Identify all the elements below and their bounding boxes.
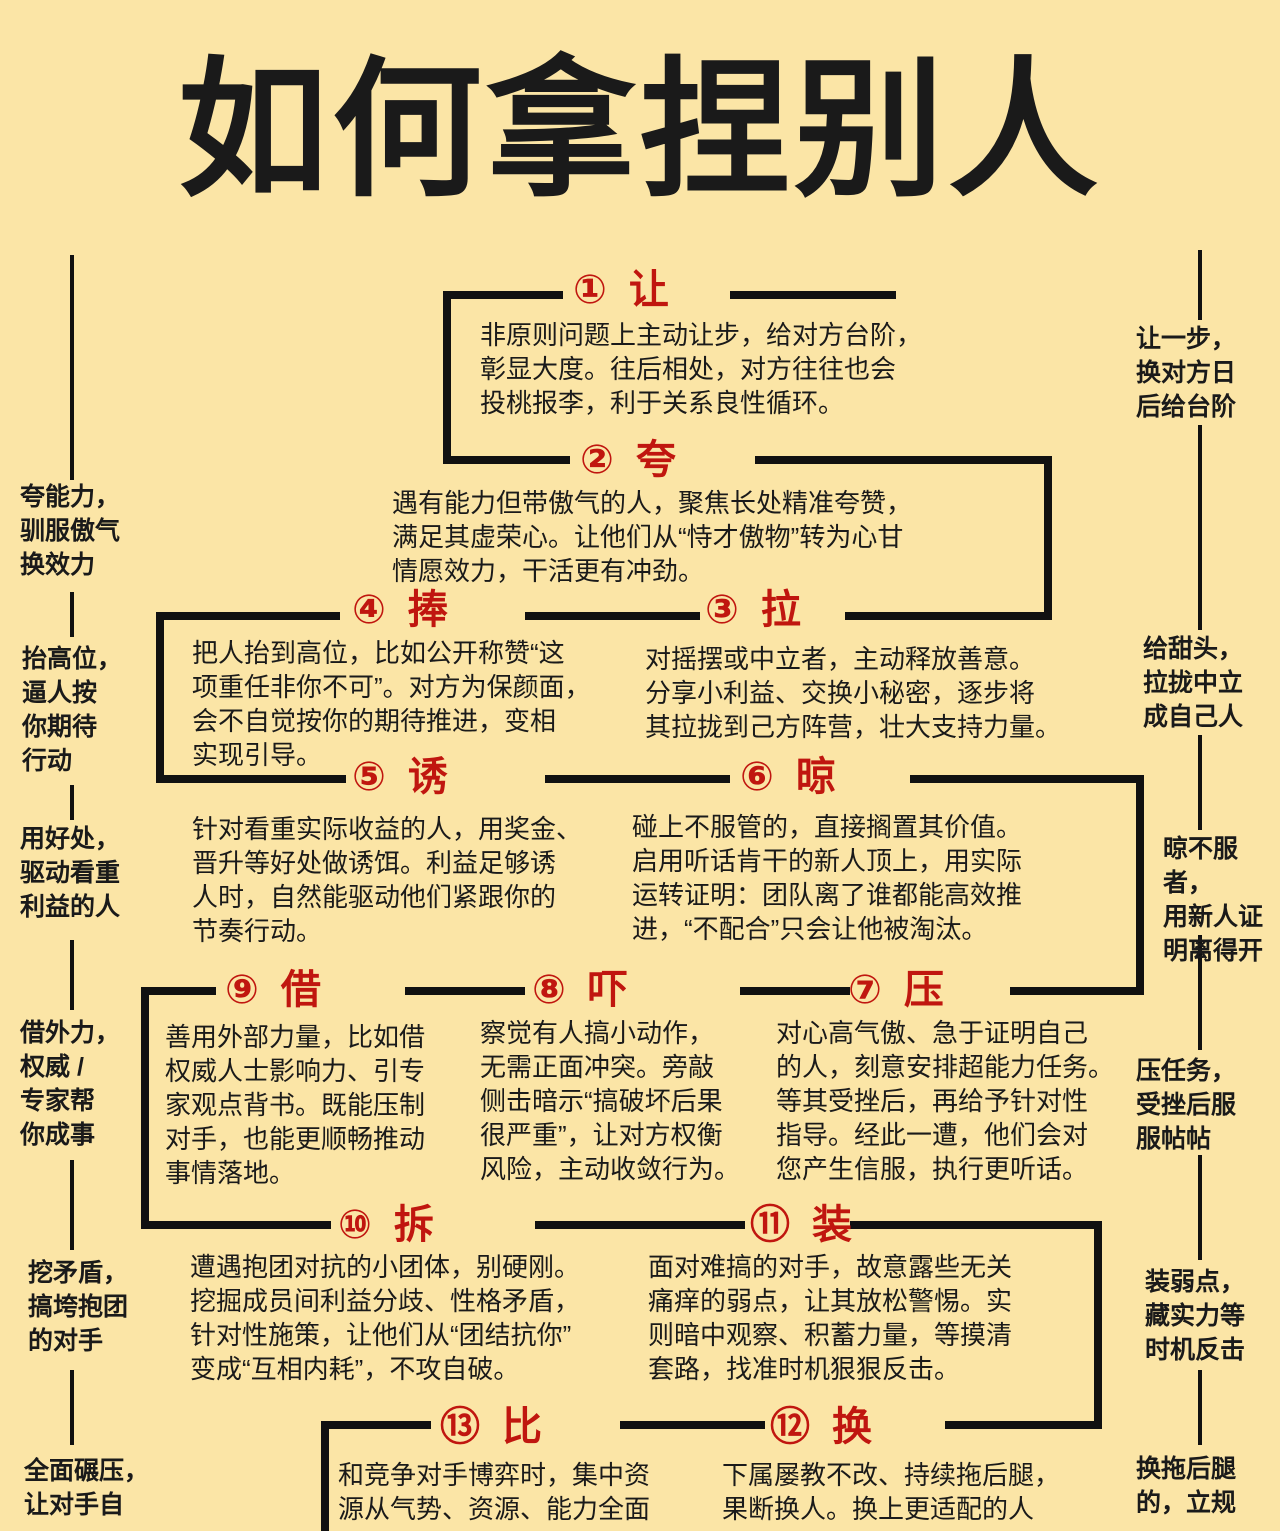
step-7-text: 对心高气傲、急于证明自己 的人，刻意安排超能力任务。 等其受挫后，再给予针对性 …	[776, 1018, 1115, 1184]
step-name: 比	[502, 1405, 542, 1449]
right-note: 装弱点， 藏实力等 时机反击	[1145, 1268, 1246, 1364]
step-8-text: 察觉有人搞小动作， 无需正面冲突。旁敲 侧击暗示“搞破坏后果 很严重”，让对方权…	[480, 1018, 741, 1184]
step-name: 吓	[587, 968, 628, 1012]
step-number: ③	[705, 588, 739, 632]
page-title: 如何拿捏别人	[177, 46, 1102, 214]
step-4-text: 把人抬到高位，比如公开称赞“这 项重任非你不可”。对方为保颜面， 会不自觉按你的…	[192, 638, 591, 770]
left-note: 夸能力， 驯服傲气 换效力	[20, 483, 121, 579]
step-name: 装	[812, 1203, 852, 1247]
step-name: 压	[903, 968, 944, 1012]
step-name: 拉	[760, 588, 801, 632]
step-number: ⑪	[750, 1203, 790, 1247]
step-11-text: 面对难搞的对手，故意露些无关 痛痒的弱点，让其放松警惕。实 则暗中观察、积蓄力量…	[648, 1252, 1013, 1384]
step-number: ②	[580, 438, 614, 482]
step-number: ⑦	[848, 968, 882, 1012]
step-3-text: 对摇摆或中立者，主动释放善意。 分享小利益、交换小秘密，逐步将 其拉拢到己方阵营…	[645, 644, 1062, 742]
step-9-text: 善用外部力量，比如借 权威人士影响力、引专 家观点背书。既能压制 对手，也能更顺…	[165, 1022, 426, 1188]
right-note: 压任务， 受挫后服 服帖帖	[1136, 1057, 1237, 1153]
step-6-text: 碰上不服管的，直接搁置其价值。 启用听话肯干的新人顶上，用实际 运转证明：团队离…	[632, 812, 1023, 944]
step-10-text: 遭遇抱团对抗的小团体，别硬刚。 挖掘成员间利益分歧、性格矛盾， 针对性施策，让他…	[190, 1252, 581, 1384]
step-name: 换	[832, 1405, 872, 1449]
right-note: 换拖后腿 的，立规	[1136, 1455, 1237, 1517]
left-note: 抬高位， 逼人按 你期待 行动	[22, 645, 123, 775]
left-note: 全面碾压， 让对手自	[24, 1457, 150, 1519]
right-note: 给甜头， 拉拢中立 成自己人	[1143, 635, 1244, 731]
left-note: 用好处， 驱动看重 利益的人	[20, 825, 121, 921]
step-number: ⑥	[740, 755, 774, 799]
step-number: ⑨	[225, 968, 259, 1012]
step-name: 夸	[635, 438, 676, 482]
step-number: ⑧	[532, 968, 566, 1012]
right-note: 晾不服者， 用新人证 明离得开	[1163, 835, 1264, 965]
left-note: 借外力， 权威 / 专家帮 你成事	[20, 1019, 121, 1149]
step-13-text: 和竞争对手博弈时，集中资 源从气势、资源、能力全面	[338, 1460, 651, 1524]
left-note: 挖矛盾， 搞垮抱团 的对手	[28, 1259, 129, 1355]
step-1-text: 非原则问题上主动让步，给对方台阶， 彰显大度。往后相处，对方往往也会 投桃报李，…	[480, 320, 923, 418]
step-name: 让	[628, 268, 669, 312]
step-name: 借	[280, 968, 321, 1012]
step-12-text: 下属屡教不改、持续拖后腿， 果断换人。换上更适配的人	[722, 1460, 1061, 1524]
step-number: ④	[352, 588, 386, 632]
step-number: ⑫	[770, 1405, 810, 1449]
step-5-text: 针对看重实际收益的人，用奖金、 晋升等好处做诱饵。利益足够诱 人时，自然能驱动他…	[192, 814, 583, 946]
step-number: ⑬	[440, 1405, 480, 1449]
step-number: ⑩	[338, 1203, 372, 1247]
step-name: 晾	[795, 755, 836, 799]
step-name: 拆	[393, 1203, 434, 1247]
step-2-text: 遇有能力但带傲气的人，聚焦长处精准夸赞， 满足其虚荣心。让他们从“恃才傲物”转为…	[392, 488, 913, 586]
step-name: 捧	[407, 588, 448, 632]
right-note: 让一步， 换对方日 后给台阶	[1136, 325, 1237, 421]
step-number: ⑤	[352, 755, 386, 799]
step-number: ①	[573, 268, 607, 312]
step-name: 诱	[407, 755, 448, 799]
